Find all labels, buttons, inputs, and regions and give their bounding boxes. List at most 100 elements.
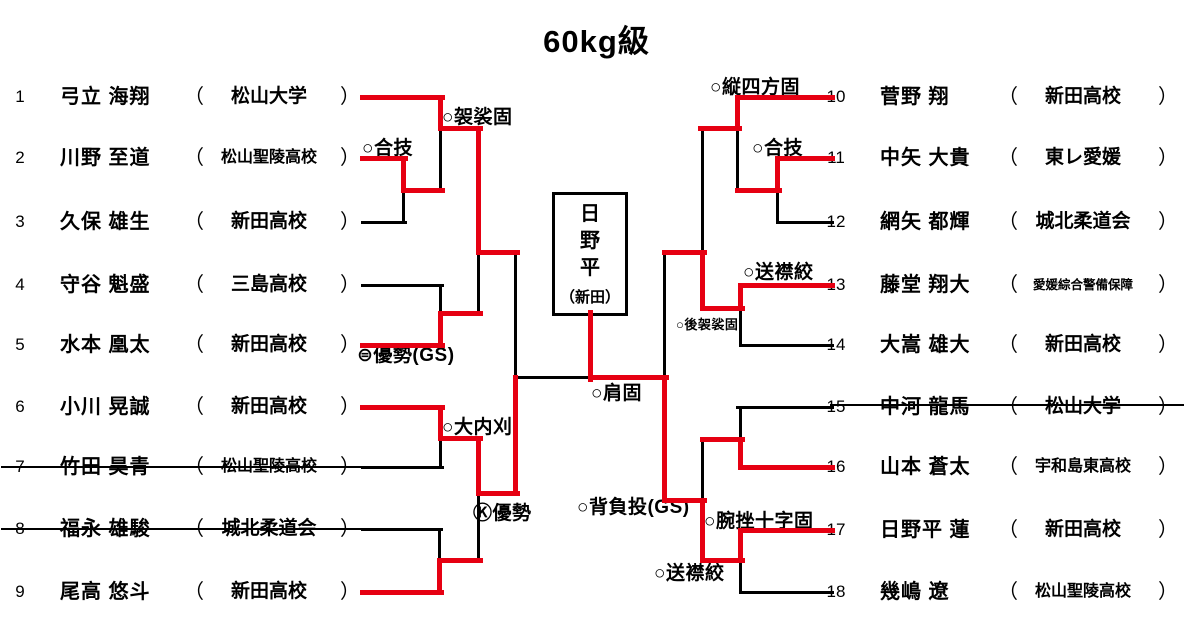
player-name: 中河 龍馬: [880, 396, 971, 418]
technique-annotation: ⊜優勢(GS): [357, 345, 455, 366]
winner-path-line: [400, 155, 406, 193]
winner-path-line: [359, 155, 408, 161]
player-affiliation: 新田高校: [230, 581, 307, 602]
bracket-line: [738, 558, 742, 594]
player-name: 弓立 海翔: [60, 86, 151, 108]
winner-path-line: [475, 125, 481, 255]
bracket-line: [738, 343, 834, 347]
technique-annotation: ○背負投(GS): [577, 497, 690, 518]
paren-close: ）: [1158, 519, 1178, 541]
player-row: 9 尾高 悠斗 （ 新田高校 ）: [0, 579, 1193, 605]
bracket-line: [775, 188, 779, 224]
bracket-line: [360, 465, 444, 469]
paren-open: （: [184, 211, 204, 233]
player-name: 竹田 昊青: [60, 456, 151, 478]
paren-open: （: [184, 334, 204, 356]
technique-annotation: ○腕挫十字固: [704, 511, 814, 532]
player-name: 山本 蒼太: [880, 456, 971, 478]
player-name: 尾高 悠斗: [60, 581, 151, 603]
paren-close: ）: [1158, 147, 1178, 169]
paren-open: （: [998, 334, 1018, 356]
player-row: 17 日野平 蓮 （ 新田高校 ）: [0, 517, 1193, 543]
champion-name-char: 平: [580, 257, 600, 279]
player-seed: 11: [827, 148, 845, 167]
winner-path-line: [734, 94, 835, 100]
player-affiliation: 松山聖陵高校: [1034, 583, 1131, 600]
technique-annotation: ○送襟絞: [743, 262, 814, 283]
player-row: 13 藤堂 翔大 （ 愛媛綜合警備保障 ）: [0, 272, 1193, 298]
player-seed: 2: [15, 148, 25, 167]
winner-path-line: [437, 94, 443, 131]
player-name: 福永 雄駿: [60, 518, 151, 540]
player-row: 14 大嵩 雄大 （ 新田高校 ）: [0, 332, 1193, 358]
winner-path-line: [699, 557, 745, 563]
player-name: 中矢 大貴: [880, 147, 971, 169]
winner-path-line: [436, 557, 483, 563]
paren-close: ）: [340, 86, 360, 108]
player-affiliation: 三島高校: [230, 274, 307, 295]
player-seed: 9: [15, 582, 25, 601]
paren-open: （: [184, 396, 204, 418]
paren-close: ）: [340, 147, 360, 169]
winner-path-line: [737, 527, 835, 533]
paren-close: ）: [340, 211, 360, 233]
player-seed: 14: [826, 335, 846, 354]
winner-path-line: [699, 305, 745, 311]
player-affiliation: 愛媛綜合警備保障: [1032, 278, 1133, 292]
player-seed: 6: [15, 397, 25, 416]
player-row: 4 守谷 魁盛 （ 三島高校 ）: [0, 272, 1193, 298]
player-affiliation: 新田高校: [230, 334, 307, 355]
player-name: 菅野 翔: [880, 86, 950, 108]
paren-close: ）: [1158, 581, 1178, 603]
winner-path-line: [359, 589, 444, 595]
winner-path-line: [697, 125, 742, 131]
bracket-line: [735, 405, 834, 409]
technique-annotation: ○大内刈: [442, 417, 513, 438]
technique-annotation: ○肩固: [591, 383, 642, 404]
winner-path-line: [587, 374, 669, 380]
winner-path-line: [774, 155, 835, 161]
bracket-line: [476, 491, 480, 562]
champion-name-char: 日: [580, 203, 600, 225]
winner-path-line: [661, 497, 707, 503]
paren-close: ）: [1158, 274, 1178, 296]
champion-affiliation: （新田）: [559, 289, 620, 306]
winner-path-line: [699, 497, 705, 563]
technique-annotation: ○合技: [752, 138, 803, 159]
winner-path-line: [737, 464, 835, 470]
paren-open: （: [184, 581, 204, 603]
player-seed: 16: [826, 457, 846, 476]
paren-close: ）: [340, 518, 360, 540]
bracket-line: [775, 220, 834, 224]
winner-path-line: [437, 310, 483, 316]
player-seed: 18: [826, 582, 846, 601]
bracket-line: [738, 405, 742, 441]
winner-path-line: [359, 342, 445, 348]
bracket-line: [360, 283, 444, 287]
winner-path-line: [437, 404, 443, 441]
player-seed: 5: [15, 335, 25, 354]
player-seed: 8: [15, 519, 25, 538]
bracket-line: [401, 188, 405, 224]
technique-annotation: ○縦四方固: [710, 77, 800, 98]
player-row-withdrawn: 15 中河 龍馬 （ 松山大学 ）: [0, 394, 1193, 420]
bracket-line: [700, 126, 704, 254]
player-row: 1 弓立 海翔 （ 松山大学 ）: [0, 84, 1193, 110]
winner-path-line: [774, 155, 780, 193]
technique-annotation: ○後袈裟固: [676, 317, 739, 332]
player-row: 16 山本 蒼太 （ 宇和島東高校 ）: [0, 454, 1193, 480]
paren-close: ）: [1158, 456, 1178, 478]
player-row: 3 久保 雄生 （ 新田高校 ）: [0, 209, 1193, 235]
paren-open: （: [998, 211, 1018, 233]
player-affiliation: 新田高校: [1044, 519, 1121, 540]
bracket-line: [513, 375, 594, 379]
winner-path-line: [400, 187, 445, 193]
paren-close: ）: [340, 456, 360, 478]
winner-path-line: [437, 125, 483, 131]
player-affiliation: 松山聖陵高校: [220, 458, 317, 475]
player-affiliation: 城北柔道会: [221, 518, 317, 539]
bracket-line: [700, 437, 704, 502]
bracket-line: [438, 126, 442, 192]
winner-path-line: [734, 94, 740, 131]
player-name: 川野 至道: [60, 147, 151, 169]
